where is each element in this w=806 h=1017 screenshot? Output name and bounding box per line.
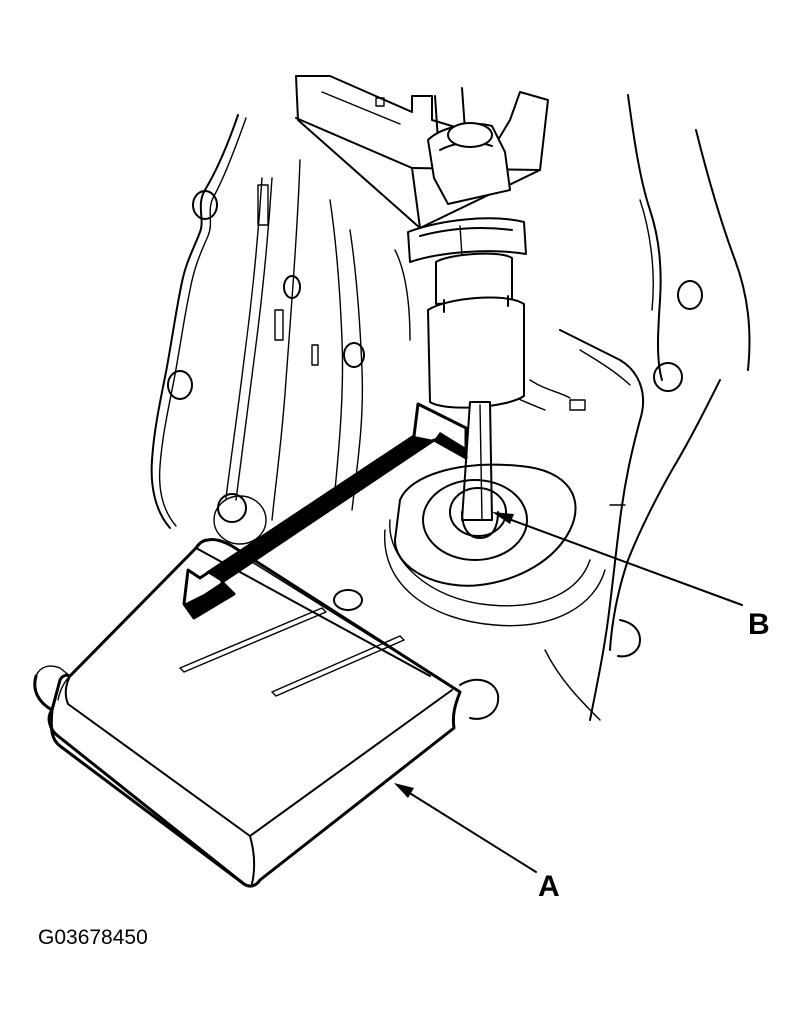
transmission-housing bbox=[150, 94, 751, 721]
figure-code: G03678450 bbox=[38, 926, 148, 949]
leader-arrowhead-a bbox=[394, 783, 414, 798]
leader-line-a bbox=[399, 786, 537, 873]
mounting-bore bbox=[384, 463, 606, 627]
callout-label-b: B bbox=[748, 608, 770, 641]
callout-label-a: A bbox=[538, 870, 560, 903]
leader-line-b bbox=[497, 514, 743, 606]
leader-arrowhead-b bbox=[492, 512, 514, 524]
removal-direction-arrow bbox=[182, 402, 468, 620]
sensor-cover-component bbox=[33, 538, 462, 888]
sensor-connector bbox=[295, 75, 549, 521]
